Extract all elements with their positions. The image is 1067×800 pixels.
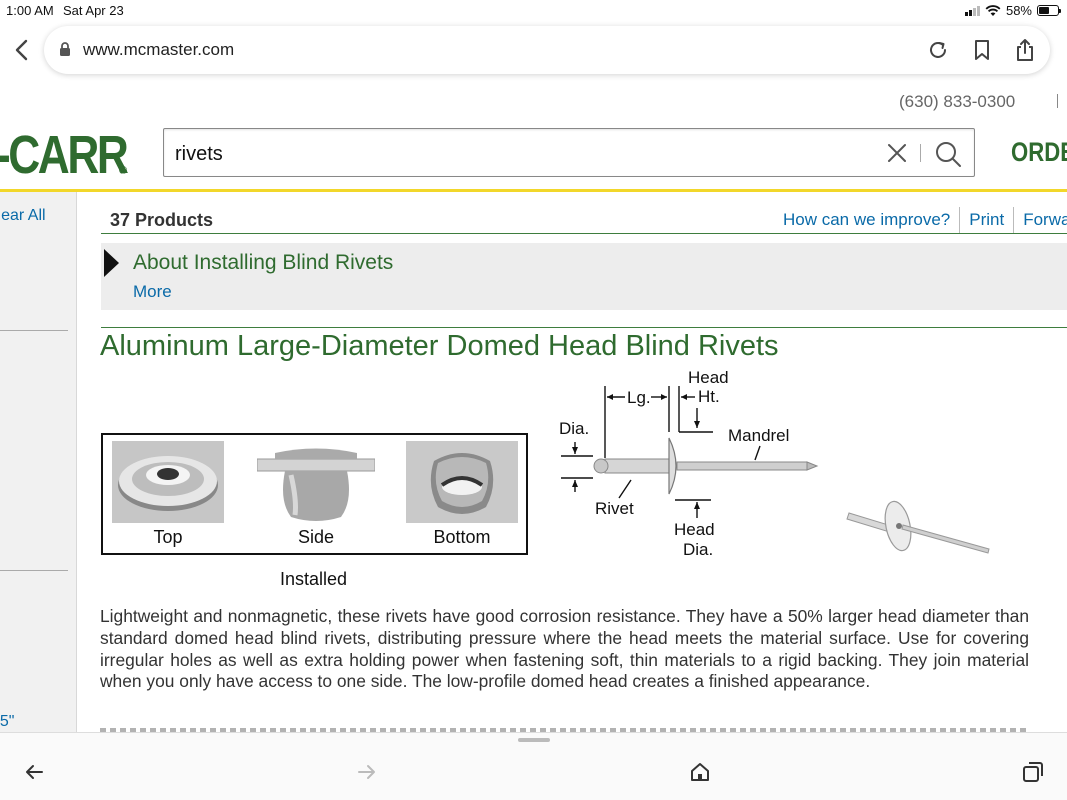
label-ht: Ht. xyxy=(698,387,720,406)
clear-search-icon[interactable] xyxy=(886,142,908,164)
search-icon[interactable] xyxy=(934,140,962,168)
label-mandrel: Mandrel xyxy=(728,426,789,445)
truncated-text xyxy=(100,728,1029,733)
section-rule xyxy=(101,327,1067,328)
bookmark-icon[interactable] xyxy=(970,38,994,62)
expand-triangle-icon[interactable] xyxy=(104,249,119,277)
address-bar[interactable]: www.mcmaster.com xyxy=(44,26,1050,74)
rivet-top-image xyxy=(112,441,224,523)
rivet-bottom-image xyxy=(406,441,518,523)
photo-label-bottom: Bottom xyxy=(433,527,491,547)
clear-all-label[interactable]: Clear All xyxy=(0,207,46,224)
filter-sidebar xyxy=(0,192,77,732)
print-link[interactable]: Print xyxy=(960,207,1015,233)
battery-level xyxy=(1039,7,1050,14)
rivet-illustration xyxy=(846,500,990,554)
status-bar: 1:00 AM Sat Apr 23 58% xyxy=(0,0,1067,22)
sheet-grabber[interactable] xyxy=(518,738,550,742)
installed-photos-box: Top Side Bottom xyxy=(101,433,528,555)
status-time: 1:00 AM xyxy=(6,3,54,18)
label-head: Head xyxy=(688,368,729,387)
label-rivet: Rivet xyxy=(595,499,634,518)
search-box[interactable]: rivets xyxy=(163,128,975,177)
share-icon[interactable] xyxy=(1013,38,1037,62)
photo-label-top: Top xyxy=(153,527,183,547)
photo-label-side: Side xyxy=(297,527,335,547)
about-title[interactable]: About Installing Blind Rivets xyxy=(133,251,394,274)
search-input[interactable]: rivets xyxy=(175,143,223,165)
about-more-link[interactable]: More xyxy=(133,282,172,301)
battery-percent: 58% xyxy=(1005,3,1032,18)
battery-icon xyxy=(1037,5,1061,16)
reload-icon[interactable] xyxy=(926,38,950,62)
forward-arrow-icon[interactable] xyxy=(355,760,379,784)
search-divider xyxy=(920,144,921,162)
clear-all-link[interactable]: Clear All xyxy=(0,207,46,225)
status-right: 58% xyxy=(964,3,1061,18)
back-arrow-icon[interactable] xyxy=(22,760,46,784)
photo-side xyxy=(256,441,376,523)
label-lg: Lg. xyxy=(627,388,651,407)
header-accent-line xyxy=(0,189,1067,192)
label-head-dia-2: Dia. xyxy=(683,540,713,559)
forward-link[interactable]: Forward xyxy=(1014,207,1067,233)
tabs-icon[interactable] xyxy=(1021,760,1045,784)
label-head-dia-1: Head xyxy=(674,520,715,539)
cellular-signal-icon xyxy=(964,5,980,16)
product-heading: Aluminum Large-Diameter Domed Head Blind… xyxy=(100,330,779,362)
rivet-drawing xyxy=(593,437,819,495)
registered-mark: ® xyxy=(119,165,128,177)
installed-caption: Installed xyxy=(280,569,348,589)
browser-back-chevron-icon[interactable] xyxy=(12,36,32,64)
rivet-dimension-diagram: Head Ht. Lg. Dia. Mandrel Rivet Head Dia… xyxy=(559,368,819,559)
about-panel[interactable] xyxy=(101,243,1067,310)
product-count: 37 Products xyxy=(110,210,214,230)
home-icon[interactable] xyxy=(688,760,712,784)
site-logo[interactable]: -CARR xyxy=(0,125,129,185)
header-separator xyxy=(1057,94,1058,108)
dimension-arrows xyxy=(572,394,700,509)
improve-link[interactable]: How can we improve? xyxy=(783,207,961,233)
sidebar-divider xyxy=(0,330,68,331)
browser-toolbar xyxy=(0,732,1067,800)
wifi-icon xyxy=(985,4,1001,16)
section-rule xyxy=(101,233,1067,234)
order-link[interactable]: ORDER xyxy=(1011,137,1067,167)
dimension-lines xyxy=(561,386,761,518)
phone-number: (630) 833-0300 xyxy=(899,92,1016,111)
sidebar-divider xyxy=(0,570,68,571)
status-date: Sat Apr 23 xyxy=(63,3,124,18)
label-dia: Dia. xyxy=(559,419,589,438)
photo-bottom xyxy=(406,441,518,523)
sidebar-size-option[interactable]: 95" xyxy=(0,713,14,731)
url-text[interactable]: www.mcmaster.com xyxy=(83,40,235,59)
rivet-side-image xyxy=(256,448,376,521)
sidebar-size-label[interactable]: 95" xyxy=(0,713,15,730)
photo-top xyxy=(112,441,224,523)
lock-icon xyxy=(60,42,70,56)
product-description: Lightweight and nonmagnetic, these rivet… xyxy=(100,606,1029,692)
top-links: How can we improve? Print Forward xyxy=(783,207,1067,233)
